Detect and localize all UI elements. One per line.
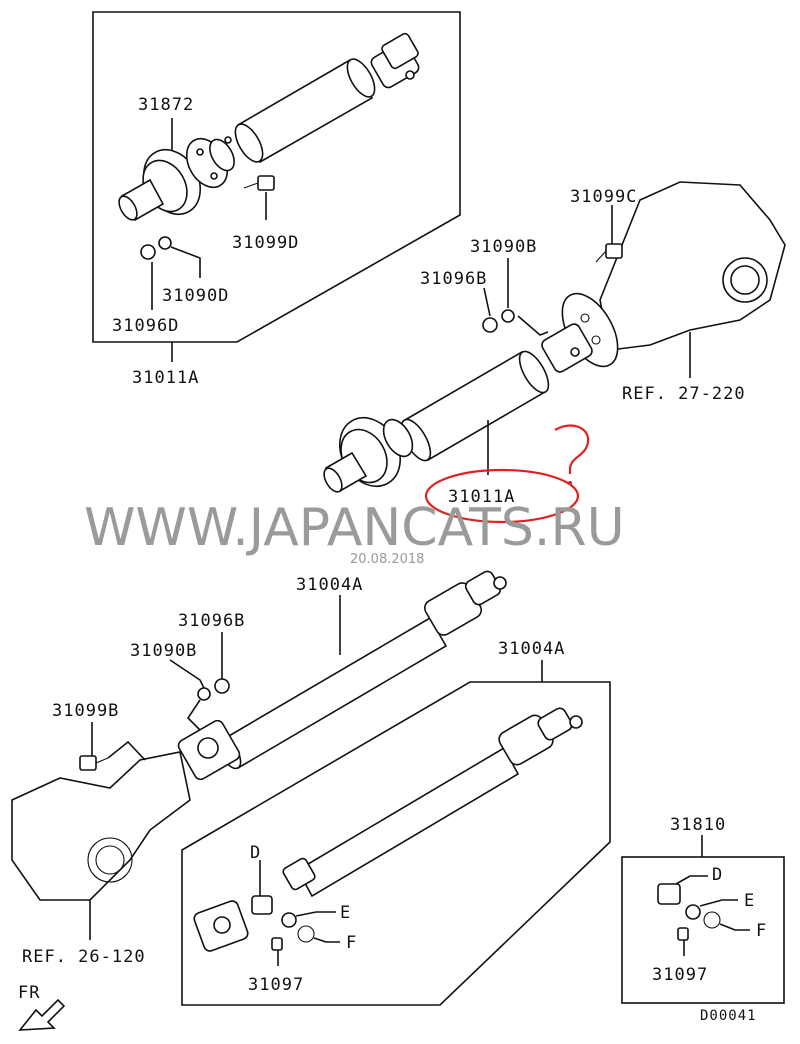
label-E-inset: E: [340, 903, 351, 923]
label-31099D: 31099D: [232, 233, 299, 253]
bolt-31099C-icon: [605, 243, 623, 259]
front-indicator: FR: [18, 983, 40, 1003]
middle-shaft-assembly: [323, 323, 593, 493]
front-case-outline: [11, 751, 191, 901]
nut-31096B-top-icon: [482, 317, 498, 333]
washer-31090B-mid-icon: [197, 687, 211, 701]
nut-31096B-mid-icon: [214, 678, 230, 694]
label-31011A-mid: 31011A: [448, 487, 515, 507]
label-31097-inset: 31097: [248, 975, 304, 995]
bearing-e-kit-icon: [685, 904, 701, 920]
label-31090D: 31090D: [162, 286, 229, 306]
spider-d-kit-icon: [657, 883, 681, 905]
label-31090B-mid: 31090B: [130, 641, 197, 661]
label-31096B-top: 31096B: [420, 269, 487, 289]
label-E-kit: E: [744, 891, 755, 911]
spider-d-icon: [251, 895, 273, 915]
label-31096B-mid: 31096B: [178, 611, 245, 631]
label-31090B-top: 31090B: [470, 237, 537, 257]
label-F-kit: F: [756, 921, 767, 941]
fitting-31097-icon: [271, 937, 283, 951]
label-31097-kit: 31097: [652, 965, 708, 985]
kit-box-31810: [621, 856, 785, 1004]
diagram-code: D00041: [700, 1008, 757, 1024]
washer-31090B-top-icon: [501, 309, 515, 323]
lower-shaft-assembly: [177, 570, 507, 781]
nut-31096D-icon: [140, 244, 156, 260]
red-annotation: [424, 424, 590, 524]
bolt-31099D-icon: [243, 175, 275, 191]
bearing-e-icon: [281, 912, 297, 928]
label-31810: 31810: [670, 815, 726, 835]
label-31872: 31872: [138, 95, 194, 115]
inset-shaft: [282, 707, 583, 898]
label-D-kit: D: [712, 865, 723, 885]
label-31004A-lower: 31004A: [498, 639, 565, 659]
label-31004A-upper: 31004A: [296, 575, 363, 595]
top-shaft-assembly: [118, 32, 420, 222]
transfer-case-outline: [599, 181, 786, 351]
clip-f-kit-icon: [703, 911, 721, 929]
label-31011A-top: 31011A: [132, 368, 199, 388]
watermark-text: WWW.JAPANCATS.RU: [84, 498, 625, 558]
watermark-date: 20.08.2018: [350, 552, 424, 567]
label-F-inset: F: [346, 933, 357, 953]
clip-f-icon: [297, 925, 315, 943]
label-31096D: 31096D: [112, 316, 179, 336]
front-arrow-icon: [18, 998, 66, 1031]
label-ref-27-220: REF. 27-220: [622, 384, 746, 404]
inset-box-lower: [181, 681, 611, 1006]
fitting-31097-kit-icon: [677, 927, 689, 941]
label-31099C: 31099C: [570, 187, 637, 207]
bolt-31099B-icon: [79, 755, 97, 771]
washer-31090D-icon: [158, 236, 172, 250]
label-31099B: 31099B: [52, 701, 119, 721]
label-ref-26-120: REF. 26-120: [22, 947, 146, 967]
label-D-inset: D: [250, 843, 261, 863]
inset-box-top: [92, 11, 461, 343]
